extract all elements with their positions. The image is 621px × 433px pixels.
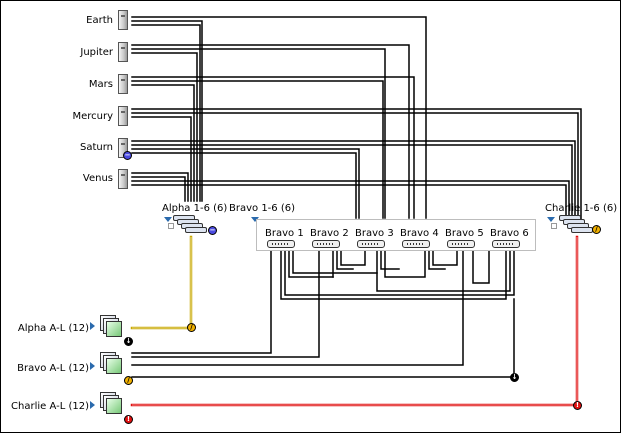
collapse-toggle-icon[interactable]	[168, 223, 174, 229]
warning-status-icon: /	[124, 376, 133, 385]
bravo-switch-label: Bravo 1	[265, 228, 304, 239]
chevron-down-icon[interactable]	[164, 217, 172, 222]
bravo-switch-label: Bravo 3	[355, 228, 394, 239]
bravo-switch-label: Bravo 4	[400, 228, 439, 239]
bravo-switch-panel: Bravo 1 Bravo 2 Bravo 3 Bravo 4 Bravo 5 …	[256, 219, 536, 251]
chevron-down-icon[interactable]	[547, 217, 555, 222]
bravo-switch-label: Bravo 6	[490, 228, 529, 239]
port-icon[interactable]	[402, 240, 430, 248]
chevron-right-icon[interactable]	[90, 362, 95, 370]
storage-label-bravo: Bravo A-L (12)	[17, 363, 89, 374]
down-status-icon: ↓	[510, 373, 519, 382]
server-icon[interactable]	[118, 42, 128, 62]
port-icon[interactable]	[357, 240, 385, 248]
host-label-saturn: Saturn	[79, 142, 113, 153]
server-icon[interactable]	[118, 74, 128, 94]
switch-stack-icon[interactable]	[559, 215, 593, 233]
switch-group-label-charlie: Charlie 1-6 (6)	[545, 203, 618, 214]
port-icon[interactable]	[267, 240, 295, 248]
host-label-mercury: Mercury	[72, 111, 113, 122]
host-label-mars: Mars	[88, 79, 113, 90]
chevron-down-icon[interactable]	[251, 217, 259, 222]
error-status-icon: !	[124, 415, 133, 424]
port-icon[interactable]	[312, 240, 340, 248]
host-label-earth: Earth	[86, 15, 113, 26]
bravo-switch-label: Bravo 5	[445, 228, 484, 239]
switch-stack-icon[interactable]	[173, 215, 207, 233]
bravo-switch-label: Bravo 2	[310, 228, 349, 239]
switch-group-label-alpha: Alpha 1-6 (6)	[162, 203, 228, 214]
minus-status-icon: −	[208, 226, 217, 235]
warning-status-icon: /	[187, 323, 196, 332]
storage-stack-icon[interactable]	[100, 315, 122, 337]
warning-status-icon: /	[592, 225, 601, 234]
storage-label-charlie: Charlie A-L (12)	[11, 401, 89, 412]
collapse-toggle-icon[interactable]	[551, 223, 557, 229]
server-icon[interactable]	[118, 169, 128, 189]
switch-group-label-bravo: Bravo 1-6 (6)	[229, 203, 295, 214]
chevron-right-icon[interactable]	[90, 401, 95, 409]
chevron-right-icon[interactable]	[90, 322, 95, 330]
port-icon[interactable]	[492, 240, 520, 248]
minus-status-icon: −	[123, 151, 132, 160]
storage-stack-icon[interactable]	[100, 392, 122, 414]
storage-label-alpha: Alpha A-L (12)	[17, 323, 89, 334]
error-status-icon: !	[573, 401, 582, 410]
server-icon[interactable]	[118, 10, 128, 30]
server-icon[interactable]	[118, 106, 128, 126]
down-status-icon: ↓	[124, 337, 133, 346]
storage-stack-icon[interactable]	[100, 352, 122, 374]
host-label-venus: Venus	[82, 173, 113, 184]
port-icon[interactable]	[447, 240, 475, 248]
host-label-jupiter: Jupiter	[80, 47, 113, 58]
